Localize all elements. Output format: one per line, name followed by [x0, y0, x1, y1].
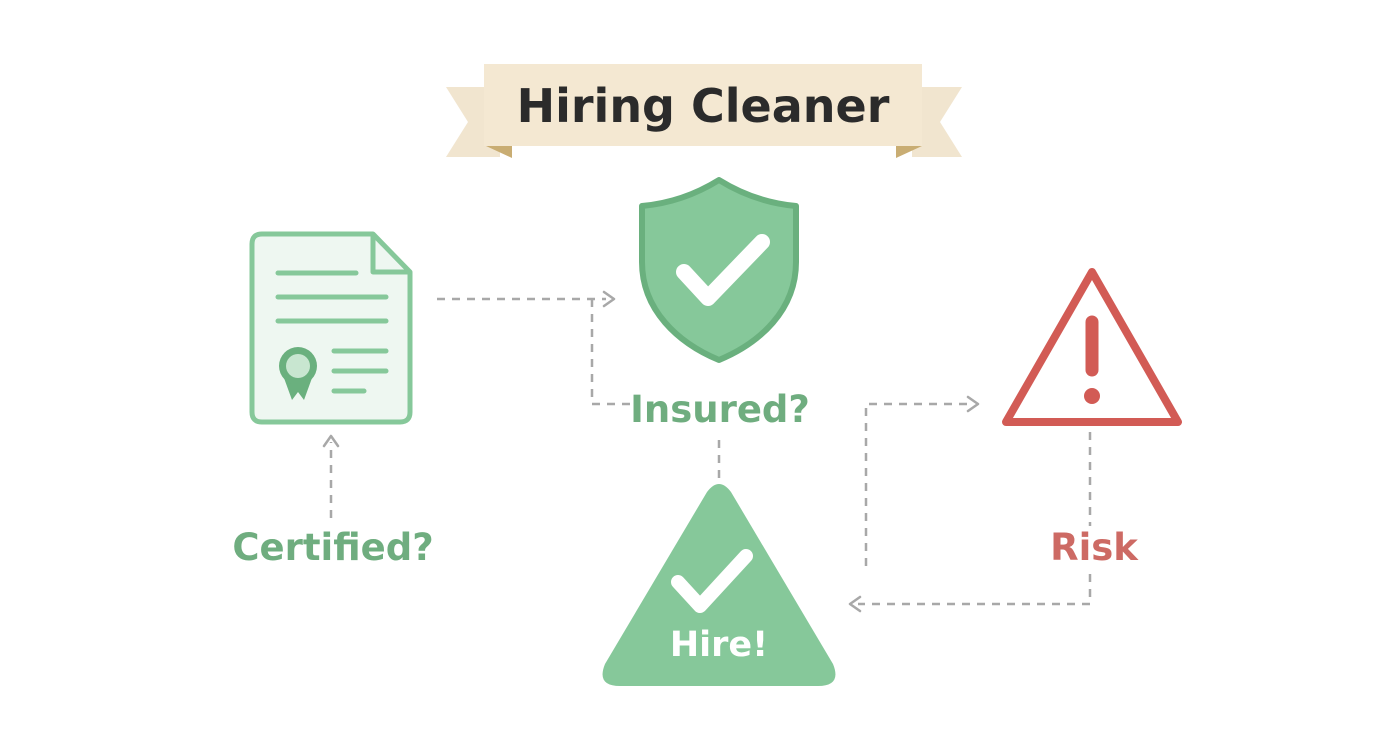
exclamation-dot [1084, 388, 1100, 404]
banner-left-fold [486, 146, 512, 158]
shield-checkmark [676, 234, 770, 306]
hire-label: Hire! [670, 625, 768, 665]
connector-to-warning [864, 395, 980, 566]
warning-triangle-icon [1002, 268, 1182, 426]
connector-certified-to-document [322, 434, 340, 518]
seal-inner [286, 354, 310, 378]
check-triangle-icon [671, 549, 753, 613]
title-banner: Hiring Cleaner [446, 64, 962, 158]
banner-body [484, 64, 922, 146]
connector-risk-to-hire [848, 432, 1092, 613]
document-corner-fold [370, 234, 410, 275]
certificate-document-icon [249, 231, 413, 425]
page-title: Hiring Cleaner [517, 79, 890, 133]
banner-right-ribbon-tail [912, 87, 962, 157]
shield-check-icon [639, 177, 799, 363]
document-outline [249, 231, 413, 425]
risk-label: Risk [1050, 526, 1139, 569]
hire-decision-node: Hire! [602, 484, 836, 686]
seal-icon [279, 347, 317, 400]
connector-document-to-shield [437, 290, 616, 308]
insured-label: Insured? [630, 388, 810, 431]
banner-right-fold [896, 146, 922, 158]
certified-label: Certified? [232, 526, 433, 569]
shield-shape [639, 177, 799, 363]
connector-insured-loop [590, 300, 630, 406]
